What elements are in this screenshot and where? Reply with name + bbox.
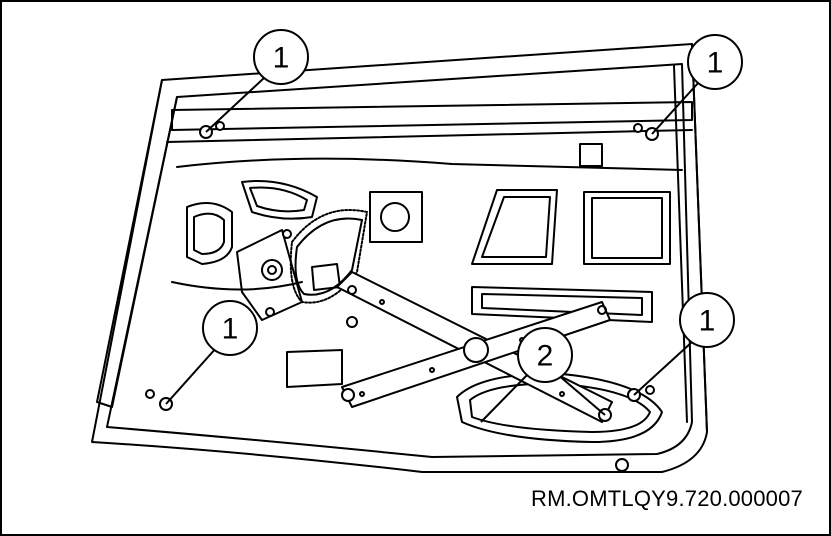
callout-2-label: 2 xyxy=(537,340,554,373)
door-panel-inner-edge xyxy=(106,63,693,458)
cutout-square-hole xyxy=(380,202,410,232)
bolt-top-right-2 xyxy=(633,123,643,133)
left-flange xyxy=(96,79,178,408)
callout-1-bottom-right-label: 1 xyxy=(699,305,716,338)
cutout-square xyxy=(369,191,423,243)
cutout-left-upper xyxy=(186,202,233,265)
bolt-top-left-2 xyxy=(215,121,225,131)
bolt-arm-b xyxy=(341,388,355,402)
cutout-left-upper-inner xyxy=(193,212,225,255)
bolt-arm-a xyxy=(346,316,358,328)
leader-1-bottom-left xyxy=(165,346,218,405)
cutout-top-center xyxy=(241,180,318,220)
right-flange xyxy=(673,43,708,433)
cutout-right-rect xyxy=(583,191,671,265)
cutout-top-center-inner xyxy=(249,186,308,213)
callout-2-circle xyxy=(517,327,573,383)
callout-1-top-right-circle xyxy=(687,34,743,90)
reference-code: RM.OMTLQY9.720.000007 xyxy=(530,486,803,511)
bolt-gear-2 xyxy=(265,307,275,317)
cutout-long-slot xyxy=(471,286,653,323)
leader-1-top-right xyxy=(651,81,700,135)
leader-2-to-bolt xyxy=(556,373,606,416)
leader-1-bottom-right xyxy=(633,341,693,396)
clip-tab xyxy=(579,143,603,167)
cutout-trapezoid xyxy=(471,189,558,265)
callout-1-top-right-label: 1 xyxy=(707,47,724,80)
callout-1-top-left-circle xyxy=(253,29,309,85)
callout-1-bottom-right-circle xyxy=(679,292,735,348)
callout-1-bottom-left-label: 1 xyxy=(222,313,239,346)
bolt-bottom-left-2 xyxy=(145,389,155,399)
callout-1-top-left-label: 1 xyxy=(273,42,290,75)
gear-sector xyxy=(289,209,368,304)
cutout-bottom-left xyxy=(286,349,343,388)
motor-pivot xyxy=(261,259,283,281)
leader-2-to-arm xyxy=(480,369,533,423)
motor-bracket xyxy=(236,229,303,321)
bolt-bottom-panel xyxy=(615,458,629,472)
callout-1-bottom-left-circle xyxy=(202,300,258,356)
leader-1-top-left xyxy=(205,77,265,133)
bolt-right-mid xyxy=(645,385,655,395)
bolt-gear-1 xyxy=(282,229,292,239)
center-pivot xyxy=(463,337,489,363)
